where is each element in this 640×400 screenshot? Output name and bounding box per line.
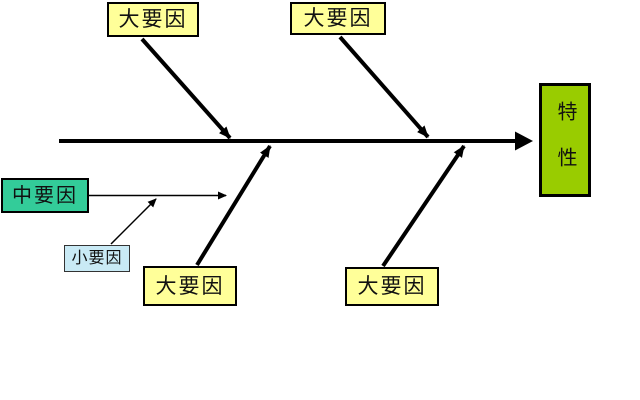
effect-label: 特性 xyxy=(554,101,576,193)
minor-factor-arrow xyxy=(110,198,157,245)
major-factor-label: 大要因 xyxy=(303,7,373,30)
major-factor-box-bottom-left: 大要因 xyxy=(143,266,237,306)
effect-box: 特性 xyxy=(539,83,591,197)
major-factor-label: 大要因 xyxy=(118,8,188,31)
branch-bottom-left-arrow xyxy=(195,144,272,267)
spine-arrowhead xyxy=(515,131,533,151)
major-factor-label: 大要因 xyxy=(357,275,427,298)
branch-top-right-arrow xyxy=(338,35,430,139)
major-factor-box-top-left: 大要因 xyxy=(107,2,199,37)
major-factor-label: 大要因 xyxy=(155,274,225,298)
minor-factor-box: 小要因 xyxy=(64,245,130,272)
major-factor-box-bottom-right: 大要因 xyxy=(345,267,439,306)
branch-top-left-arrow xyxy=(140,37,232,140)
medium-factor-box: 中要因 xyxy=(1,178,89,213)
medium-factor-label: 中要因 xyxy=(12,184,78,207)
minor-factor-label: 小要因 xyxy=(71,249,123,267)
branch-bottom-right-arrow xyxy=(381,144,466,268)
major-factor-box-top-right: 大要因 xyxy=(290,2,386,35)
